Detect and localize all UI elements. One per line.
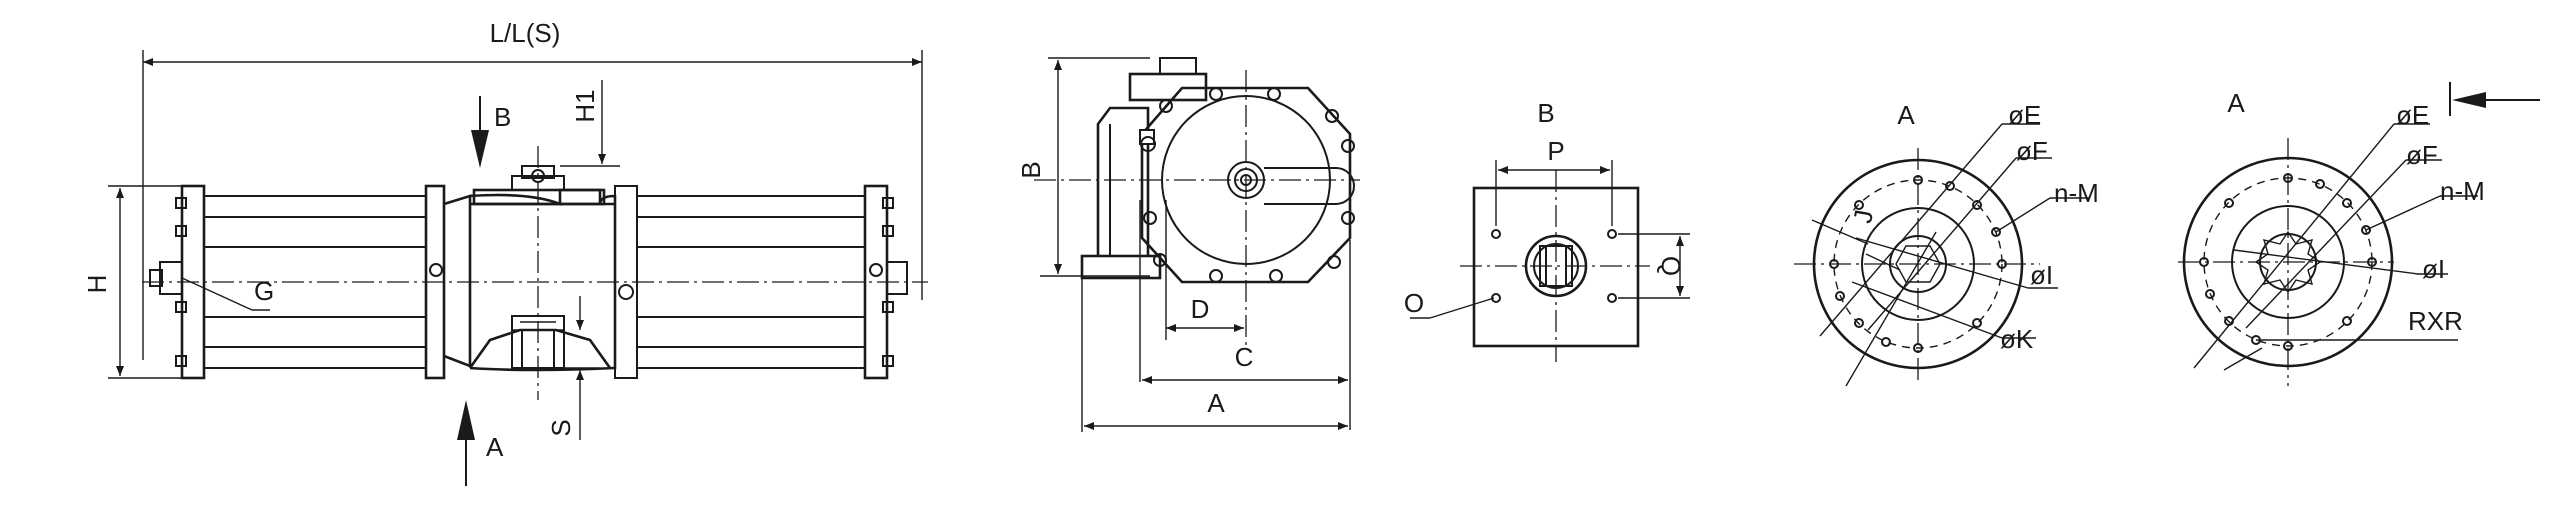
label-pad-p: P bbox=[1547, 136, 1564, 166]
label-length: L/L(S) bbox=[490, 18, 561, 48]
label-end-b: B bbox=[1016, 161, 1046, 178]
right-cylinder bbox=[636, 184, 908, 380]
label-pad-o: O bbox=[1404, 288, 1424, 318]
flange-view-2: A øE øF n-M øI bbox=[2178, 82, 2540, 386]
label-pad-b: B bbox=[1537, 98, 1554, 128]
label-arrow-b: B bbox=[494, 102, 511, 132]
actuator-body bbox=[443, 165, 638, 379]
label-flange2-i: øI bbox=[2422, 254, 2445, 284]
label-height: H bbox=[82, 275, 112, 294]
label-flange1-f: øF bbox=[2016, 136, 2048, 166]
label-g: G bbox=[254, 276, 274, 306]
label-flange2-e: øE bbox=[2396, 100, 2429, 130]
top-pad-shaft bbox=[1524, 234, 1588, 298]
label-pad-q: Q bbox=[1656, 256, 1686, 276]
end-housing-octagon bbox=[1140, 86, 1352, 284]
label-end-a: A bbox=[1207, 388, 1225, 418]
star-drive bbox=[2254, 230, 2322, 294]
label-end-d: D bbox=[1191, 294, 1210, 324]
label-arrow-a: A bbox=[486, 432, 504, 462]
label-flange2-rxr: RXR bbox=[2408, 306, 2463, 336]
leader-flange1-e bbox=[1819, 123, 2003, 337]
flange2-outer-circle bbox=[2182, 156, 2394, 368]
side-view: L/L(S) H bbox=[82, 18, 928, 486]
label-flange1-i: øI bbox=[2030, 260, 2053, 290]
label-flange1-j: J bbox=[1847, 207, 1879, 225]
label-h1: H1 bbox=[570, 89, 600, 122]
label-flange2-f: øF bbox=[2406, 140, 2438, 170]
end-view: B D C bbox=[1016, 57, 1360, 432]
arrow-b bbox=[471, 130, 489, 168]
flange1-outer-circle bbox=[1812, 158, 2024, 370]
label-flange1-k: øK bbox=[2000, 324, 2034, 354]
flange-view-1: A øE øF n-M øI øK bbox=[1794, 100, 2099, 387]
label-flange1-e: øE bbox=[2008, 100, 2041, 130]
label-s: S bbox=[546, 419, 576, 436]
label-flange1-view: A bbox=[1897, 100, 1915, 130]
label-end-c: C bbox=[1235, 342, 1254, 372]
arrow-a bbox=[457, 400, 475, 440]
label-flange2-nm: n-M bbox=[2440, 176, 2485, 206]
label-flange1-nm: n-M bbox=[2054, 178, 2099, 208]
label-flange2-view: A bbox=[2227, 88, 2245, 118]
top-pad-view: B P Q O bbox=[1404, 98, 1690, 362]
section-arrow bbox=[2452, 92, 2486, 108]
